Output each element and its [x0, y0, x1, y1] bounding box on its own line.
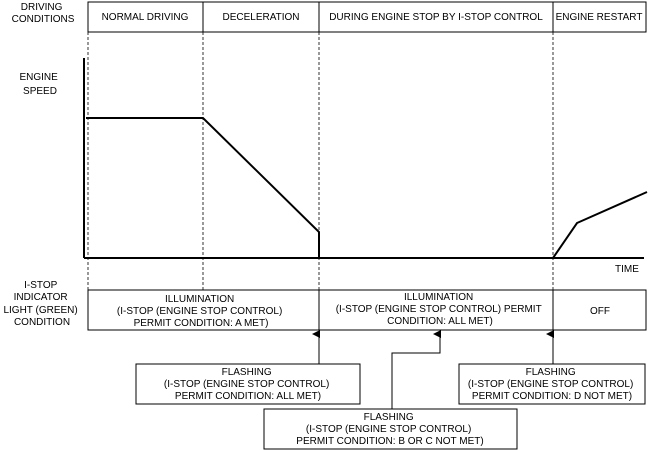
callout-flash-all-met: FLASHING (I-STOP (ENGINE STOP CONTROL) P… [164, 367, 332, 402]
driving-conditions-label: DRIVING CONDITIONS [12, 2, 75, 25]
phase-normal-driving: NORMAL DRIVING [102, 12, 189, 23]
phase-header [87, 1, 647, 33]
indicator-row [87, 289, 647, 331]
phase-boundaries [87, 32, 554, 290]
indicator-illumination-all-met: ILLUMINATION (I-STOP (ENGINE STOP CONTRO… [336, 292, 545, 327]
engine-restart-curve [552, 191, 648, 259]
callout-flash-b-or-c: FLASHING (I-STOP (ENGINE STOP CONTROL) P… [296, 412, 483, 447]
callout-box-flash-b-or-c [263, 408, 518, 450]
callout-arrows [312, 330, 554, 409]
indicator-off: OFF [590, 306, 610, 317]
indicator-condition-label: I-STOP INDICATOR LIGHT (GREEN) CONDITION [3, 280, 80, 328]
indicator-illumination-a-met: ILLUMINATION (I-STOP (ENGINE STOP CONTRO… [117, 294, 285, 329]
phase-engine-stop: DURING ENGINE STOP BY I-STOP CONTROL [329, 12, 543, 23]
callout-box-flash-all-met [135, 363, 361, 405]
engine-speed-axes [83, 58, 644, 259]
callout-box-flash-d-not-met [458, 363, 646, 405]
engine-speed-label: ENGINE SPEED [19, 72, 60, 97]
time-axis-label: TIME [615, 264, 639, 275]
phase-engine-restart: ENGINE RESTART [556, 12, 643, 23]
callout-flash-d-not-met: FLASHING (I-STOP (ENGINE STOP CONTROL) P… [468, 367, 636, 402]
phase-deceleration: DECELERATION [222, 12, 299, 23]
engine-speed-curve [86, 117, 320, 258]
